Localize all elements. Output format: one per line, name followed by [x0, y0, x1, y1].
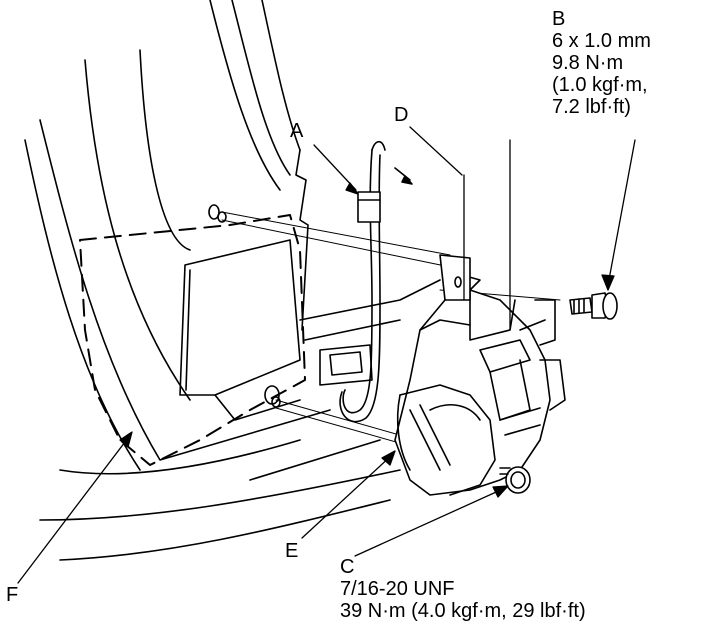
callout-c-letter: C — [340, 556, 355, 578]
callout-e: E — [285, 540, 298, 562]
callout-d: D — [394, 104, 408, 126]
bolt-b — [569, 292, 618, 320]
callout-b-torque-lbfft: 7.2 lbf·ft) — [552, 96, 631, 118]
callout-e-letter: E — [285, 540, 299, 562]
connector-a — [357, 191, 381, 223]
callout-f-letter: F — [6, 584, 19, 606]
callout-b: B 6 x 1.0 mm 9.8 N·m (1.0 kgf·m, 7.2 lbf… — [552, 8, 651, 118]
callout-a: A — [290, 120, 303, 142]
callout-f: F — [6, 584, 18, 606]
callout-c-thread: 7/16-20 UNF — [340, 578, 455, 600]
mounting-holes — [208, 204, 281, 408]
bolt-c — [499, 466, 531, 494]
callout-b-torque-kgfm: (1.0 kgf·m, — [552, 74, 648, 96]
removed-component-outline — [79, 214, 306, 466]
callout-b-torque-nm: 9.8 N·m — [552, 52, 624, 74]
callout-b-bolt-size: 6 x 1.0 mm — [552, 30, 651, 52]
callout-b-letter: B — [552, 8, 566, 30]
callout-c: C 7/16-20 UNF 39 N·m (4.0 kgf·m, 29 lbf·… — [340, 556, 586, 622]
callout-c-torque: 39 N·m (4.0 kgf·m, 29 lbf·ft) — [340, 600, 586, 622]
motor-unit — [394, 254, 566, 496]
body-frame — [24, 0, 401, 561]
leader-lines — [17, 126, 636, 584]
wire-harness — [339, 140, 413, 423]
mounting-bracket — [179, 239, 441, 421]
callout-a-letter: A — [290, 120, 304, 142]
callout-d-letter: D — [394, 104, 409, 126]
